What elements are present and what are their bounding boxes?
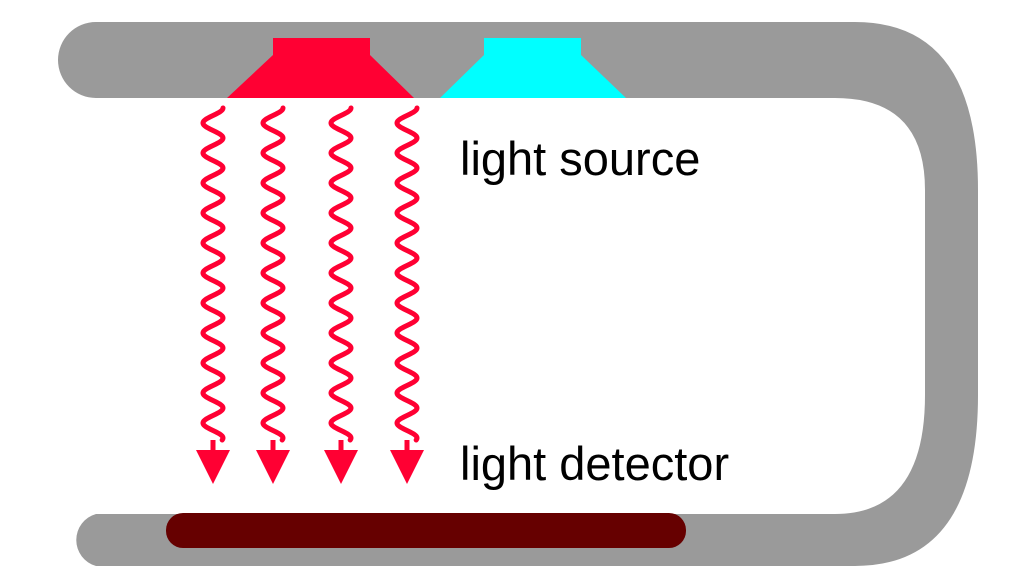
light-wave <box>328 105 354 443</box>
light-detector-label: light detector <box>460 437 729 490</box>
arrowhead-icon <box>390 450 424 484</box>
light-source-label: light source <box>460 132 700 185</box>
light-wave <box>260 105 286 443</box>
light-waves <box>196 105 424 484</box>
arrowhead-icon <box>196 450 230 484</box>
arrowhead-icon <box>324 450 358 484</box>
light-wave <box>394 105 420 443</box>
cyan-light-emitter <box>440 38 626 98</box>
red-light-emitter <box>227 38 414 98</box>
light-wave <box>200 105 226 443</box>
arrowhead-icon <box>256 450 290 484</box>
clip-housing <box>58 22 978 566</box>
detector-pad <box>166 513 686 548</box>
